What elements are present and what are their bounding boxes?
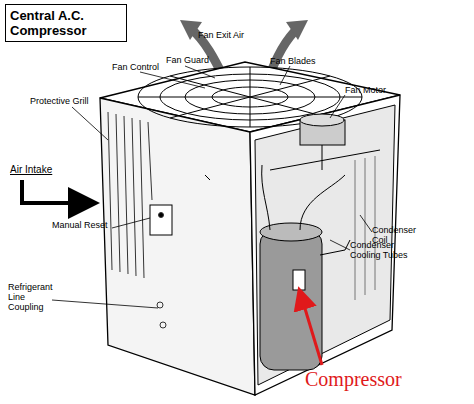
part-label: Air Intake xyxy=(10,165,52,175)
compressor-pointer xyxy=(300,292,322,365)
part-label: Fan Blades xyxy=(270,56,316,66)
leader-lines xyxy=(52,66,372,308)
part-label: Refrigerant Line Coupling xyxy=(8,282,63,312)
air-intake-arrow xyxy=(22,180,92,203)
part-label: Condenser Cooling Tubes xyxy=(350,240,416,260)
part-label: Fan Exit Air xyxy=(198,30,244,40)
diagram-title: Central A.C. Compressor xyxy=(5,4,127,42)
cabinet xyxy=(100,62,400,395)
part-label: Fan Guard xyxy=(166,55,209,65)
part-label: Fan Control xyxy=(112,62,159,72)
fan-guard xyxy=(138,67,362,127)
part-label: Manual Reset xyxy=(52,220,108,230)
callout-label: Compressor xyxy=(305,368,402,390)
part-label: Protective Grill xyxy=(30,96,89,106)
part-label: Fan Motor xyxy=(345,85,386,95)
protective-grill xyxy=(108,112,172,328)
